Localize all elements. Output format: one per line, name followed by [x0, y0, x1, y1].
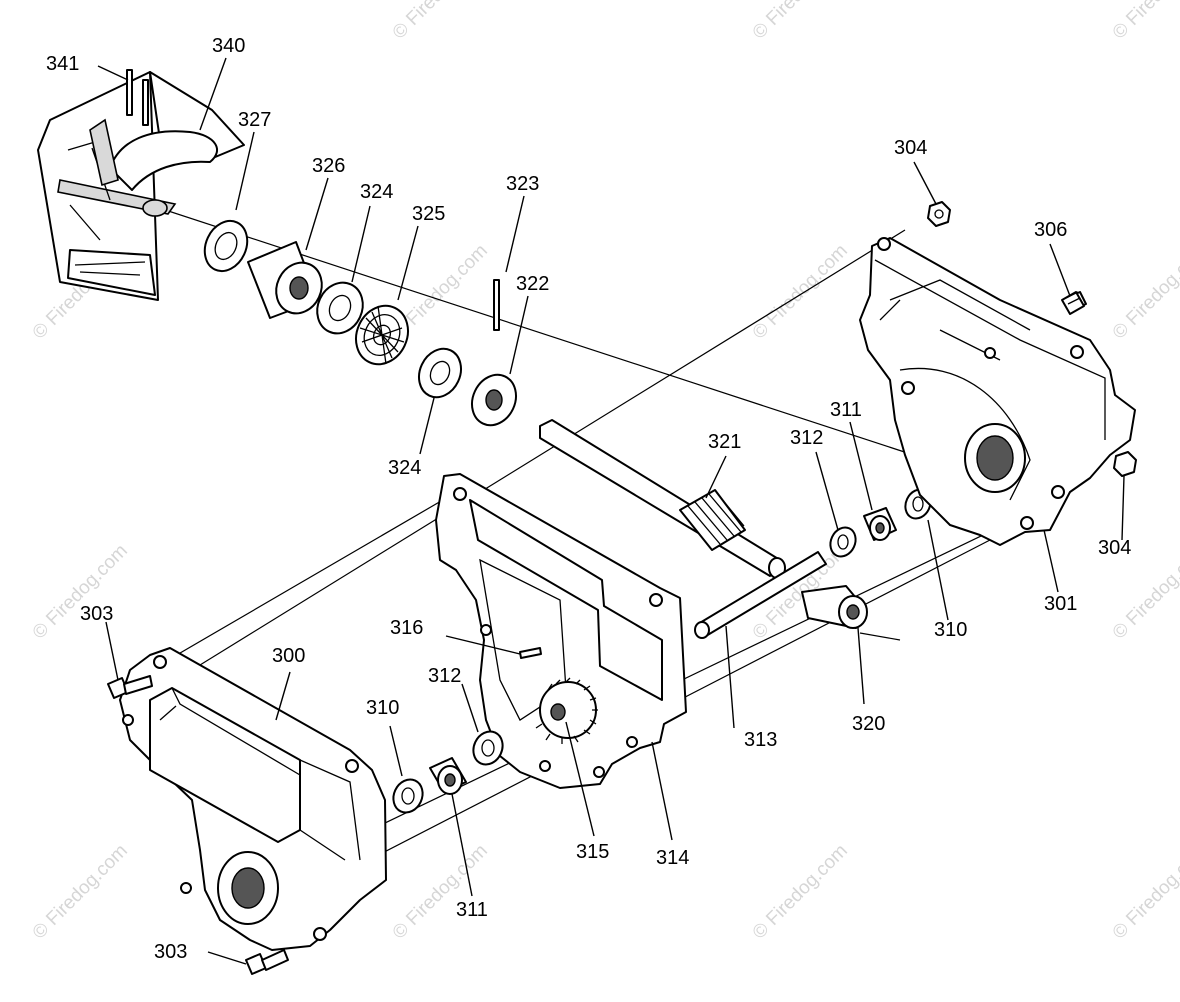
callout-310-left: 310: [366, 697, 399, 719]
gear-case-300: [119, 647, 387, 951]
bearing-housing-320: [801, 585, 868, 629]
callout-labels: 341 340 327 326 324 325 323 322 324 304 …: [46, 35, 1131, 963]
nut-304-right: [1113, 451, 1137, 477]
callout-340: 340: [212, 35, 245, 57]
callout-322: 322: [516, 273, 549, 295]
watermark-text: © Firedog.com: [389, 0, 492, 44]
gear-case-301: [859, 237, 1136, 546]
callout-313: 313: [744, 729, 777, 751]
callout-311-left: 311: [456, 899, 488, 921]
callout-316: 316: [390, 617, 423, 639]
watermark-text: © Firedog.com: [389, 840, 492, 943]
washer-324-lower: [418, 347, 462, 399]
callout-301: 301: [1044, 593, 1077, 615]
callout-311-right: 311: [830, 399, 862, 421]
callout-310-right: 310: [934, 619, 967, 641]
thrust-bearing-325: [355, 304, 409, 366]
bolt-303-top: [107, 675, 153, 699]
callout-325: 325: [412, 203, 445, 225]
washer-312-left: [472, 730, 504, 766]
washer-310-left: [392, 778, 424, 814]
bolt-303-bottom: [245, 949, 289, 975]
callout-312-left: 312: [428, 665, 461, 687]
watermark-text: © Firedog.com: [1109, 0, 1180, 44]
callout-324-lower: 324: [388, 457, 421, 479]
bushing-311-right: [863, 507, 897, 541]
washer-327: [203, 219, 249, 273]
impeller-bracket-340: [37, 69, 245, 301]
callout-312-right: 312: [790, 427, 823, 449]
watermark-text: © Firedog.com: [749, 840, 852, 943]
callout-304-right: 304: [1098, 537, 1131, 559]
callout-321: 321: [708, 431, 741, 453]
watermark-text: © Firedog.com: [1109, 840, 1180, 943]
callout-306: 306: [1034, 219, 1067, 241]
washer-324-upper: [316, 281, 364, 335]
callout-323: 323: [506, 173, 539, 195]
callout-326: 326: [312, 155, 345, 177]
bushing-326: [247, 241, 323, 319]
key-316: [519, 647, 542, 659]
watermark-text: © Firedog.com: [29, 540, 132, 643]
watermark-text: © Firedog.com: [29, 840, 132, 943]
watermark-text: © Firedog.com: [1109, 240, 1180, 343]
gasket-314: [435, 473, 687, 789]
worm-shaft-321: [539, 419, 786, 579]
spacer-322: [471, 279, 517, 427]
fitting-306: [1061, 291, 1085, 315]
callout-324: 324: [360, 181, 393, 203]
callout-303-top: 303: [80, 603, 113, 625]
watermark-text: © Firedog.com: [749, 0, 852, 44]
callout-300: 300: [272, 645, 305, 667]
nut-304-top: [927, 201, 951, 227]
bushing-311-left: [429, 757, 467, 795]
callout-314: 314: [656, 847, 689, 869]
callout-320: 320: [852, 713, 885, 735]
callout-303-bottom: 303: [154, 941, 187, 963]
callout-341: 341: [46, 53, 79, 75]
washer-312-right: [829, 526, 857, 558]
leader-lines: [97, 57, 1125, 965]
callout-327: 327: [238, 109, 271, 131]
shaft-313: [694, 551, 827, 639]
watermark-text: © Firedog.com: [749, 240, 852, 343]
gear-315: [535, 677, 598, 744]
callout-315: 315: [576, 841, 609, 863]
callout-304-top: 304: [894, 137, 927, 159]
